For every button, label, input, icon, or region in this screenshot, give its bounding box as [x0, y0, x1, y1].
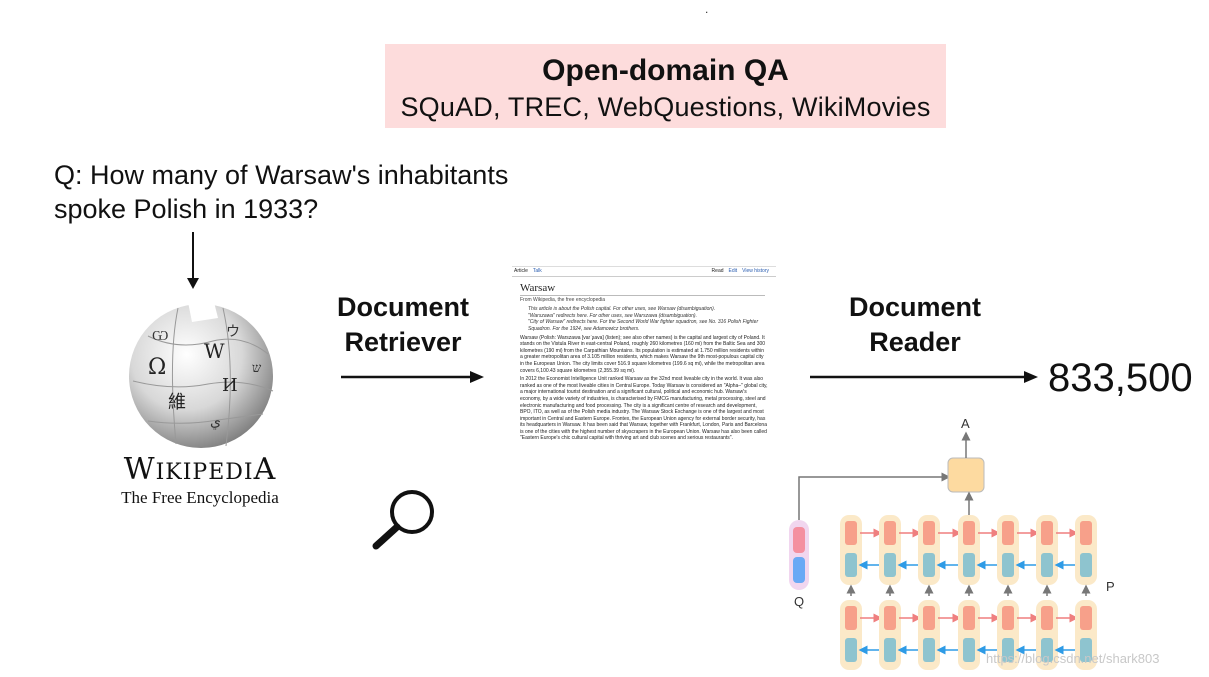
globe-glyph: ש: [252, 361, 262, 376]
reader-label-line1: Document: [848, 292, 981, 322]
retriever-arrow: [341, 371, 484, 383]
retriever-label-line2: Retriever: [344, 327, 462, 357]
article-hatnotes: This article is about the Polish capital…: [528, 306, 776, 332]
backward-cell: [1002, 638, 1014, 662]
wordmark-final: A: [253, 452, 277, 487]
tab-read[interactable]: Read: [711, 268, 724, 274]
forward-cell: [884, 521, 896, 545]
backward-cell: [884, 553, 896, 577]
globe-glyph: 維: [168, 392, 186, 413]
article-heading: Warsaw: [520, 281, 765, 296]
wikipedia-globe-icon: Ω W И 維 ウ Ѡ ש ي: [129, 302, 274, 448]
forward-cell: [1041, 521, 1053, 545]
reader-label: Document Reader: [820, 290, 1010, 360]
forward-cell: [923, 606, 935, 630]
backward-cell: [923, 553, 935, 577]
forward-cell: [1002, 606, 1014, 630]
tab-article[interactable]: Article: [514, 268, 528, 274]
question-cell-forward: [793, 527, 805, 553]
article-from-line: From Wikipedia, the free encyclopedia: [520, 296, 606, 303]
wikipedia-article-thumbnail: Article Talk Read Edit View history Warsaw …: [512, 266, 776, 469]
retriever-label-line1: Document: [336, 292, 469, 322]
backward-cell: [1080, 553, 1092, 577]
wordmark-middle: IKIPEDI: [155, 460, 254, 485]
question-to-answer-line: [798, 472, 951, 520]
hatnote: This article is about the Polish capital…: [528, 306, 716, 313]
backward-cell: [1041, 553, 1053, 577]
label-answer: A: [961, 416, 970, 431]
wordmark-initial: W: [123, 452, 156, 487]
question-text: Q: How many of Warsaw's inhabitants spok…: [54, 160, 509, 224]
globe-glyph: Ѡ: [152, 328, 168, 344]
globe-glyph: W: [204, 339, 225, 363]
forward-cell: [1041, 606, 1053, 630]
tab-edit[interactable]: Edit: [728, 268, 738, 274]
reader-label-line2: Reader: [869, 327, 961, 357]
hatnote: "City of Warsaw" redirects here. For the…: [528, 319, 759, 332]
title: Open-domain QA: [542, 54, 789, 87]
wikipedia-wordmark: WIKIPEDIA: [100, 452, 300, 487]
globe-glyph: И: [222, 375, 238, 396]
forward-cell: [1080, 521, 1092, 545]
tab-view-history[interactable]: View history: [742, 268, 769, 274]
article-paragraph: In 2012 the Economist Intelligence Unit …: [520, 376, 768, 442]
forward-cell: [1080, 606, 1092, 630]
title-box: Open-domain QA SQuAD, TREC, WebQuestions…: [385, 44, 946, 128]
forward-cell: [845, 521, 857, 545]
wikipedia-tagline: The Free Encyclopedia: [121, 488, 279, 507]
label-question: Q: [794, 594, 804, 609]
backward-cell: [923, 638, 935, 662]
article-tabs: Article Talk Read Edit View history: [512, 267, 776, 277]
tab-talk[interactable]: Talk: [532, 268, 542, 274]
answer-box: [947, 457, 985, 493]
forward-cell: [884, 606, 896, 630]
globe-glyph: ウ: [226, 324, 240, 340]
answer-text: 833,500: [1048, 356, 1193, 400]
backward-cell: [1002, 553, 1014, 577]
backward-cell: [963, 638, 975, 662]
backward-cell: [884, 638, 896, 662]
globe-glyph: ي: [210, 414, 221, 430]
forward-cell: [923, 521, 935, 545]
article-paragraph: Warsaw (Polish: Warszawa [varˈʂava] (lis…: [520, 334, 766, 374]
watermark: https://blog.csdn.net/shark803: [986, 651, 1159, 666]
question-arrow: [187, 232, 199, 289]
reader-arrow: [810, 371, 1038, 383]
dataset-list: SQuAD, TREC, WebQuestions, WikiMovies: [400, 92, 931, 122]
hatnote: "Warszawa" redirects here. For other use…: [528, 312, 697, 319]
forward-cell: [963, 521, 975, 545]
forward-cell: [1002, 521, 1014, 545]
forward-cell: [845, 606, 857, 630]
forward-cell: [963, 606, 975, 630]
question-cell-backward: [793, 557, 805, 583]
retriever-label: Document Retriever: [318, 290, 488, 360]
globe-glyph: Ω: [148, 355, 166, 380]
backward-cell: [845, 553, 857, 577]
backward-cell: [845, 638, 857, 662]
reader-model-diagram: A Q P https://blog.csdn.net/shark803: [789, 416, 1159, 670]
backward-cell: [1080, 638, 1092, 662]
backward-cell: [963, 553, 975, 577]
label-passage: P: [1106, 579, 1115, 594]
magnifier-icon: [372, 490, 434, 550]
top-dot: .: [705, 2, 709, 16]
backward-cell: [1041, 638, 1053, 662]
